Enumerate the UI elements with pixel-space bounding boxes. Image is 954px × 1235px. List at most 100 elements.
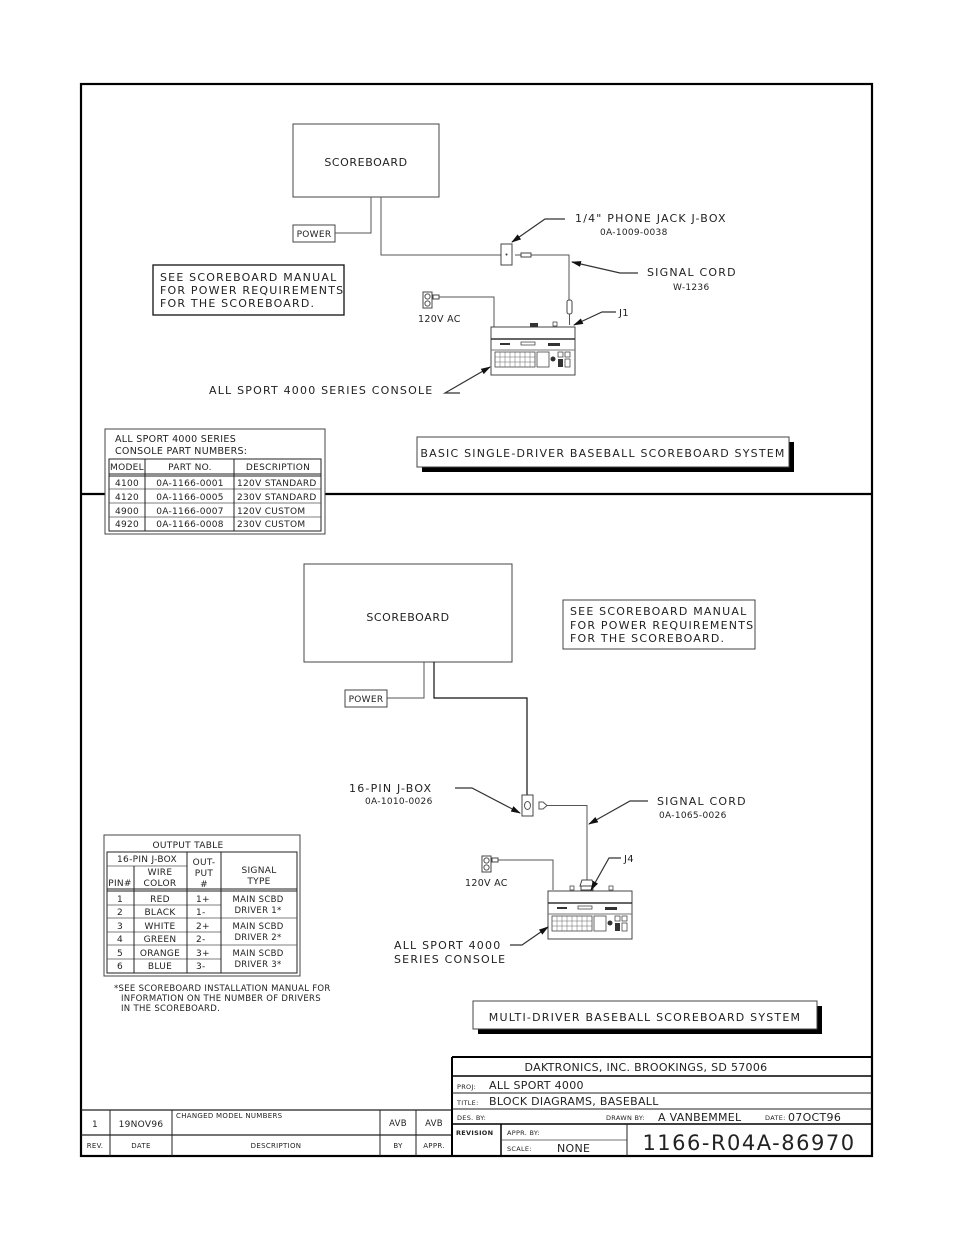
col-signal-1: SIGNAL (241, 866, 276, 876)
signal-cord-part-number: 0A-1065-0026 (659, 811, 727, 821)
rev-date: 19NOV96 (119, 1120, 164, 1130)
jbox-label: 1/4" PHONE JACK J-BOX (575, 212, 727, 225)
table-row: 1 RED 1+ (117, 895, 210, 905)
signal-group-1-line-2: DRIVER 1* (234, 906, 281, 916)
ac-outlet-icon (422, 291, 495, 327)
pin-cell: 2 (117, 908, 123, 918)
rev-appr: AVB (425, 1119, 443, 1129)
power-wire (335, 197, 372, 234)
col-wire-1: WIRE (148, 868, 173, 878)
output-cell: 2- (196, 935, 206, 945)
signal-cord-label: SIGNAL CORD (647, 266, 737, 279)
power-wire (387, 662, 425, 699)
signal-cord-wire (547, 805, 588, 880)
ac-outlet-icon (481, 855, 554, 890)
pin-cell: 5 (117, 949, 123, 959)
signal-cord-label: SIGNAL CORD (657, 795, 747, 808)
part-cell: 0A-1166-0005 (156, 493, 224, 503)
scale-value: NONE (557, 1142, 590, 1155)
col-output-2: PUT (195, 869, 214, 879)
table-row: 4900 0A-1166-0007 120V CUSTOM (115, 507, 305, 517)
signal-cord-wire (531, 254, 570, 300)
j1-callout (573, 311, 616, 326)
group-header: 16-PIN J-BOX (117, 855, 177, 865)
model-cell: 4920 (115, 520, 139, 530)
header-rev: REV. (87, 1142, 104, 1150)
output-table-title: OUTPUT TABLE (153, 841, 224, 851)
header-part-no: PART NO. (168, 463, 212, 473)
signal-group-2-line-2: DRIVER 2* (234, 933, 281, 943)
output-cell: 1+ (196, 895, 210, 905)
jbox-part-number: 0A-1009-0038 (600, 228, 668, 238)
power-note-line-2: FOR POWER REQUIREMENTS (160, 284, 344, 297)
table-row: 4120 0A-1166-0005 230V STANDARD (115, 493, 317, 503)
pin-cell: 1 (117, 895, 123, 905)
system-title-box (416, 436, 790, 468)
power-note-box (152, 264, 345, 316)
j4-callout (590, 857, 621, 891)
sheet-border (79, 82, 874, 1158)
db-connector-icon (579, 879, 595, 887)
power-note-line-1: SEE SCOREBOARD MANUAL (570, 605, 747, 618)
system-title: MULTI-DRIVER BASEBALL SCOREBOARD SYSTEM (489, 1011, 801, 1024)
scoreboard-signal-wire (380, 197, 501, 256)
model-cell: 4900 (115, 507, 139, 517)
des-by-label: DES. BY: (457, 1114, 486, 1122)
description-cell: 230V STANDARD (237, 493, 317, 503)
outlet-label: 120V AC (418, 314, 461, 325)
outlet-label: 120V AC (465, 878, 508, 889)
console-callout (442, 366, 491, 394)
output-cell: 2+ (196, 922, 210, 932)
output-cell: 1- (196, 908, 206, 918)
table-row: 5 ORANGE 3+ (117, 949, 210, 959)
wire-cell: ORANGE (140, 949, 180, 959)
title-value: BLOCK DIAGRAMS, BASEBALL (489, 1095, 659, 1108)
signal-group-2-line-1: MAIN SCBD (232, 922, 283, 932)
header-by: BY (393, 1142, 403, 1150)
scoreboard-box (303, 563, 513, 663)
power-note-line-3: FOR THE SCOREBOARD. (570, 632, 725, 645)
description-cell: 120V STANDARD (237, 479, 317, 489)
part-table-title-1: ALL SPORT 4000 SERIES (115, 434, 236, 445)
col-output-3: # (200, 880, 208, 890)
description-cell: 230V CUSTOM (237, 520, 305, 530)
col-signal-2: TYPE (246, 877, 270, 887)
header-appr: APPR. (423, 1142, 445, 1150)
phone-plug-icon (520, 252, 532, 258)
appr-by-label: APPR. BY: (507, 1129, 540, 1137)
wire-cell: BLUE (148, 962, 172, 972)
scoreboard-signal-wire (433, 662, 528, 795)
table-row: 6 BLUE 3- (117, 962, 206, 972)
table-row: 3 WHITE 2+ (117, 922, 210, 932)
scoreboard-label: SCOREBOARD (324, 156, 407, 169)
scale-label: SCALE: (507, 1145, 532, 1153)
header-date: DATE (131, 1142, 150, 1150)
date-label: DATE: (765, 1114, 786, 1122)
power-note-line-2: FOR POWER REQUIREMENTS (570, 619, 754, 632)
jack-dot (505, 253, 508, 256)
drawn-by-label: DRAWN BY: (606, 1114, 645, 1122)
j1-label: J1 (618, 308, 629, 319)
signal-cord-callout (571, 261, 638, 274)
power-label: POWER (297, 230, 332, 240)
proj-label: PROJ: (457, 1083, 476, 1091)
signal-group-1-line-1: MAIN SCBD (232, 895, 283, 905)
wire-cell: WHITE (144, 922, 175, 932)
company-name: DAKTRONICS, INC. BROOKINGS, SD 57006 (525, 1061, 768, 1074)
revision-label: REVISION (456, 1129, 493, 1137)
part-cell: 0A-1166-0001 (156, 479, 224, 489)
header-description: DESCRIPTION (251, 1142, 302, 1150)
header-model: MODEL (110, 463, 144, 473)
output-table: OUTPUT TABLE 16-PIN J-BOX PIN# WIRE COLO… (103, 834, 330, 1014)
console-label-line-1: ALL SPORT 4000 (394, 939, 501, 952)
output-cell: 3+ (196, 949, 210, 959)
title-block: DAKTRONICS, INC. BROOKINGS, SD 57006 PRO… (451, 1056, 872, 1156)
system-title: BASIC SINGLE-DRIVER BASEBALL SCOREBOARD … (420, 447, 785, 460)
part-cell: 0A-1166-0008 (156, 520, 224, 530)
signal-cord-callout (588, 800, 648, 825)
scoreboard-box (292, 123, 440, 198)
16-pin-jbox (521, 794, 534, 817)
top-diagram: SCOREBOARD POWER 1/4" PHONE JACK J-BOX 0… (152, 123, 794, 472)
signal-group-3-line-1: MAIN SCBD (232, 949, 283, 959)
output-cell: 3- (196, 962, 206, 972)
